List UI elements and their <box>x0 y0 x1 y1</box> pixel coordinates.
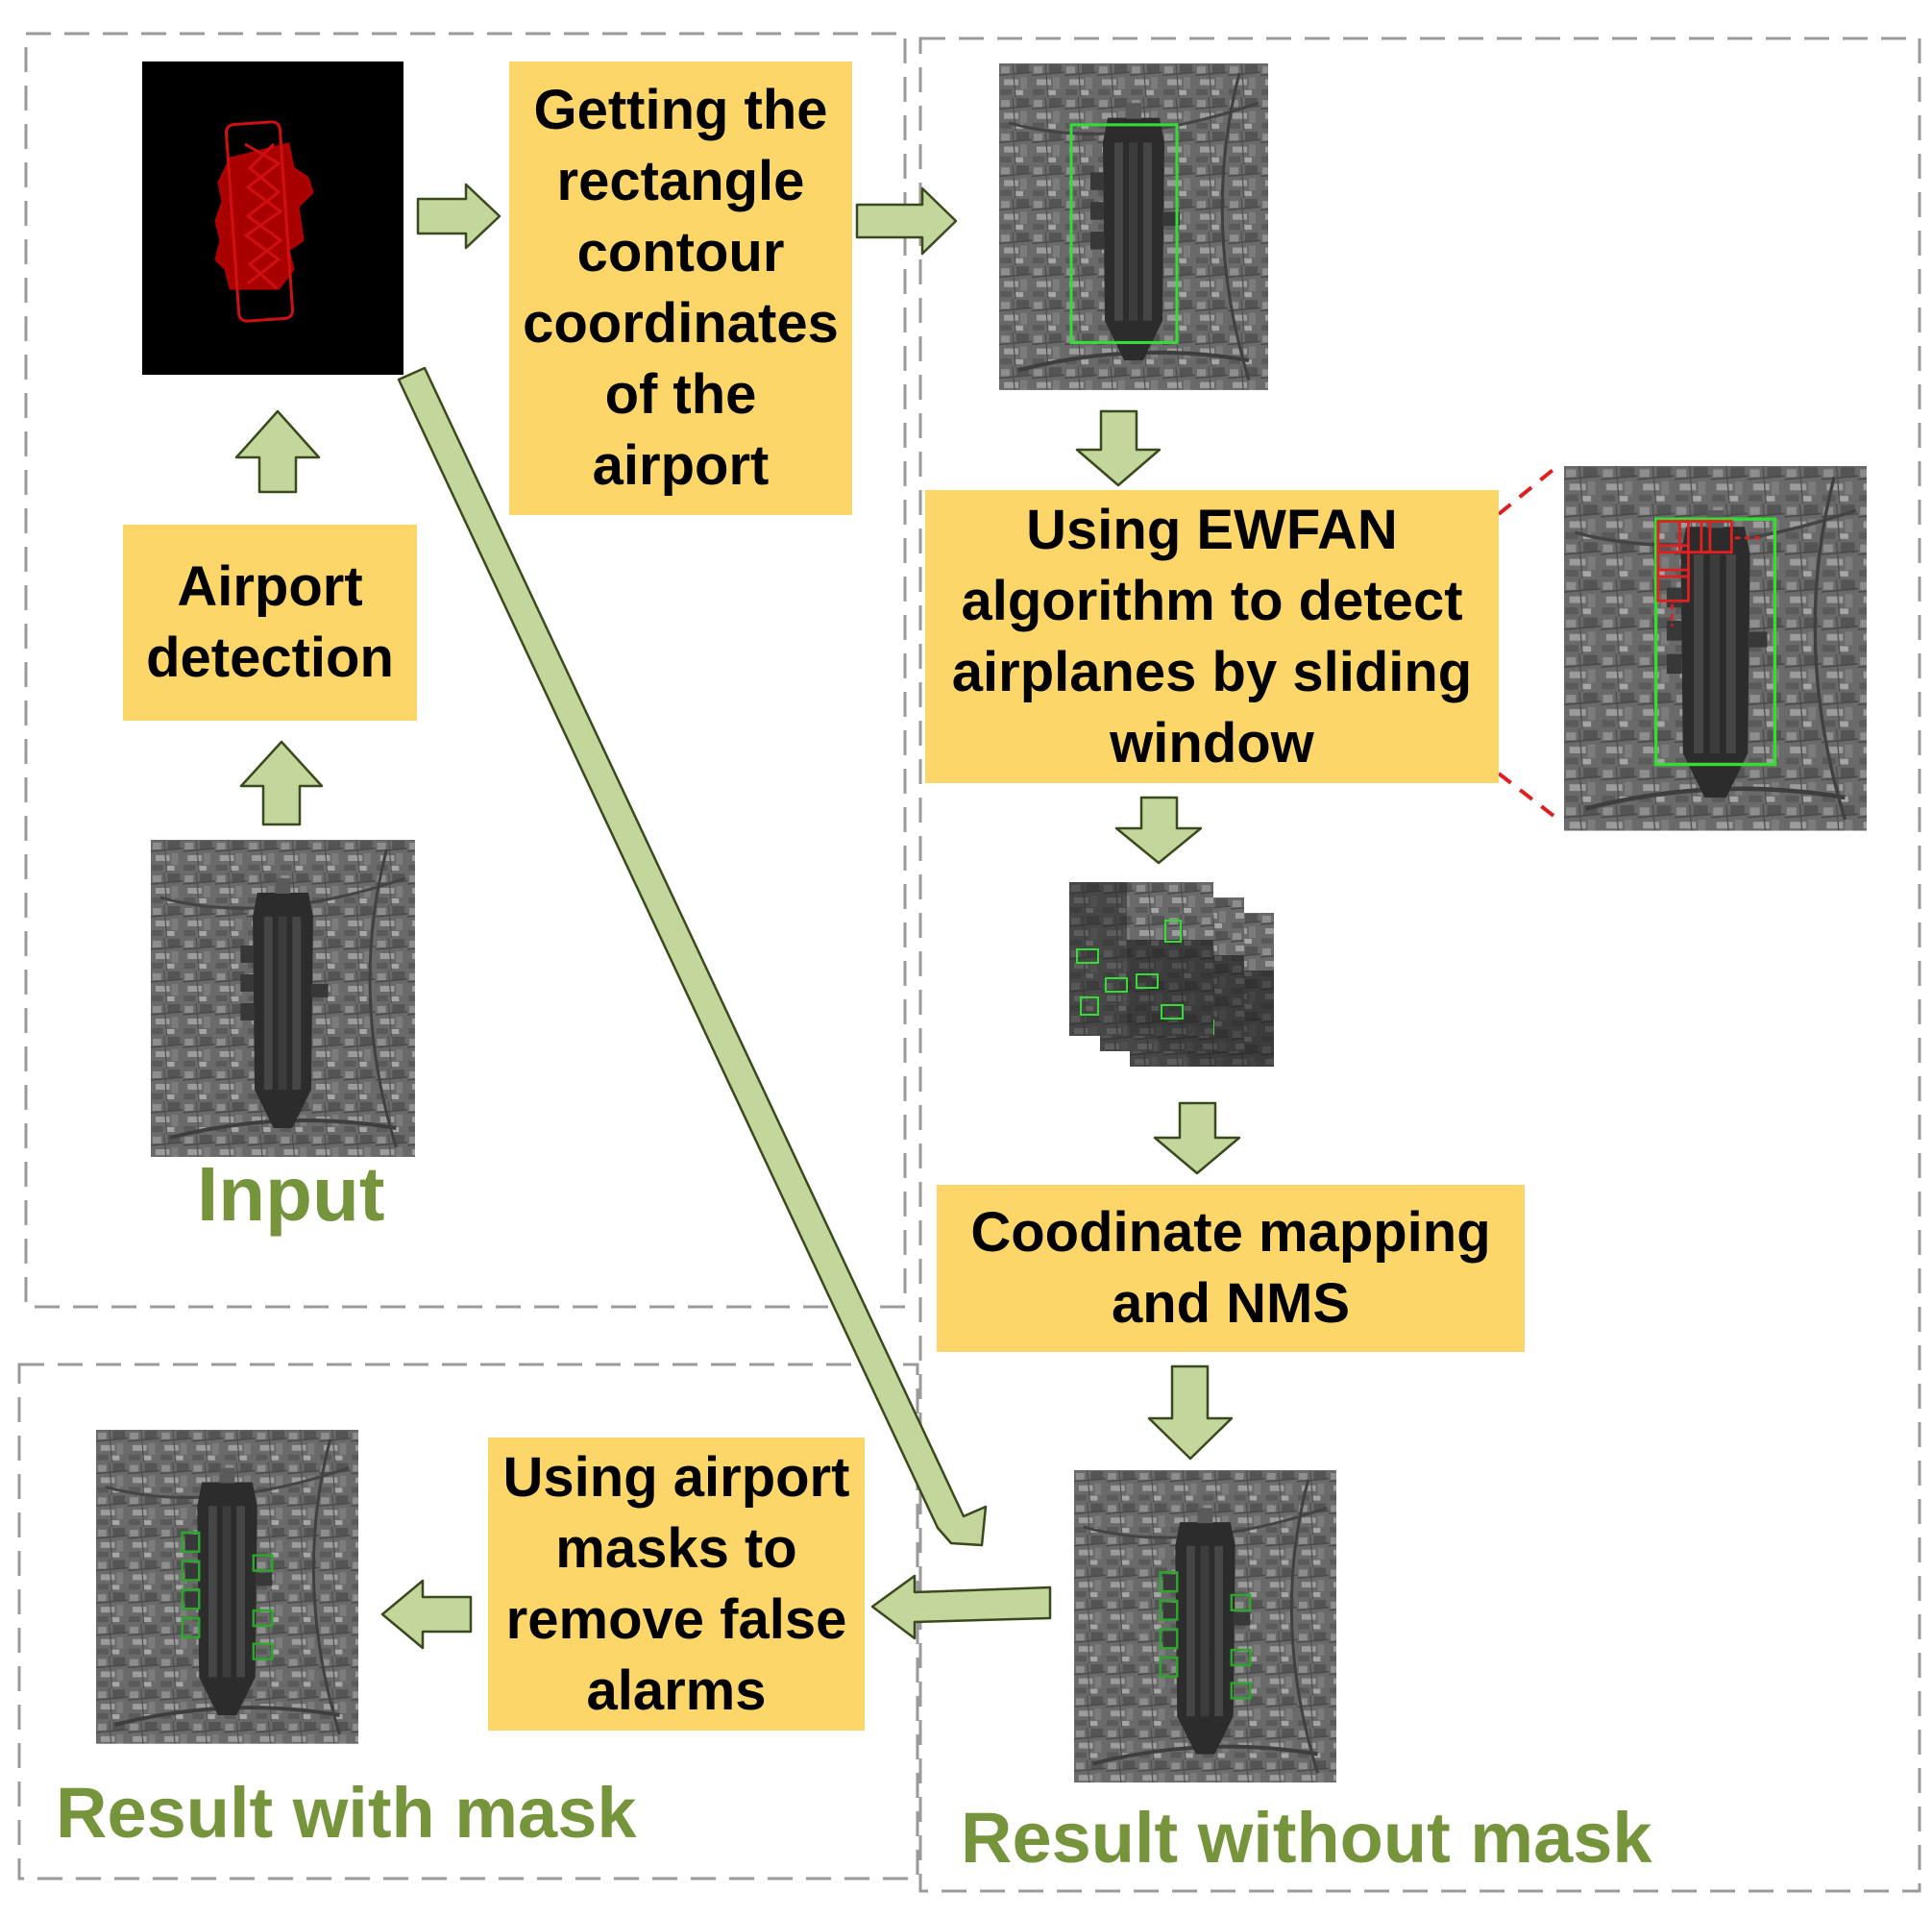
arrow-down-to-ewfan <box>1075 409 1162 487</box>
arrow-down-to-result <box>1147 1364 1234 1461</box>
caption-result-without-mask: Result without mask <box>961 1798 1652 1878</box>
box-ewfan-detection: Using EWFAN algorithm to detect airplane… <box>925 490 1499 783</box>
dashed-frames <box>17 32 1921 1893</box>
frame-detection-region-visible <box>918 37 1921 1893</box>
arrow-down-to-mapping <box>1153 1101 1241 1175</box>
arrow-diagonal-mask-shortcut <box>397 366 988 1547</box>
sliding-region-box <box>1653 517 1777 767</box>
frame-input-region <box>24 32 907 1309</box>
arrow-up-to-mask <box>234 409 321 494</box>
arrow-left-to-final-result <box>380 1579 473 1650</box>
airport-bounding-box <box>1069 123 1179 345</box>
contour-result-image <box>999 63 1268 390</box>
box-coordinate-mapping-nms: Coodinate mapping and NMS <box>937 1185 1525 1352</box>
result-without-mask-image <box>1072 1468 1338 1785</box>
detection-crops-stack <box>1068 881 1275 1068</box>
arrow-left-to-mask-filter <box>870 1574 1052 1640</box>
arrow-right-to-contour-image <box>855 186 958 256</box>
box-mask-false-alarm-removal: Using airport masks to remove false alar… <box>488 1438 865 1731</box>
sliding-window-image <box>1564 466 1867 831</box>
caption-input: Input <box>197 1151 384 1237</box>
input-airport-image <box>149 838 417 1159</box>
result-with-mask-image <box>94 1428 360 1746</box>
zoom-lines <box>1497 461 1563 823</box>
arrow-down-to-crops <box>1114 796 1203 865</box>
arrow-right-to-contour <box>416 183 501 250</box>
box-rectangle-contour: Getting the rectangle contour coordinate… <box>509 61 852 515</box>
arrow-up-from-input <box>239 740 324 826</box>
sliding-windows <box>1656 520 1765 627</box>
caption-result-with-mask: Result with mask <box>56 1773 637 1853</box>
airport-mask-image <box>142 61 404 375</box>
box-airport-detection: Airport detection <box>123 525 417 721</box>
